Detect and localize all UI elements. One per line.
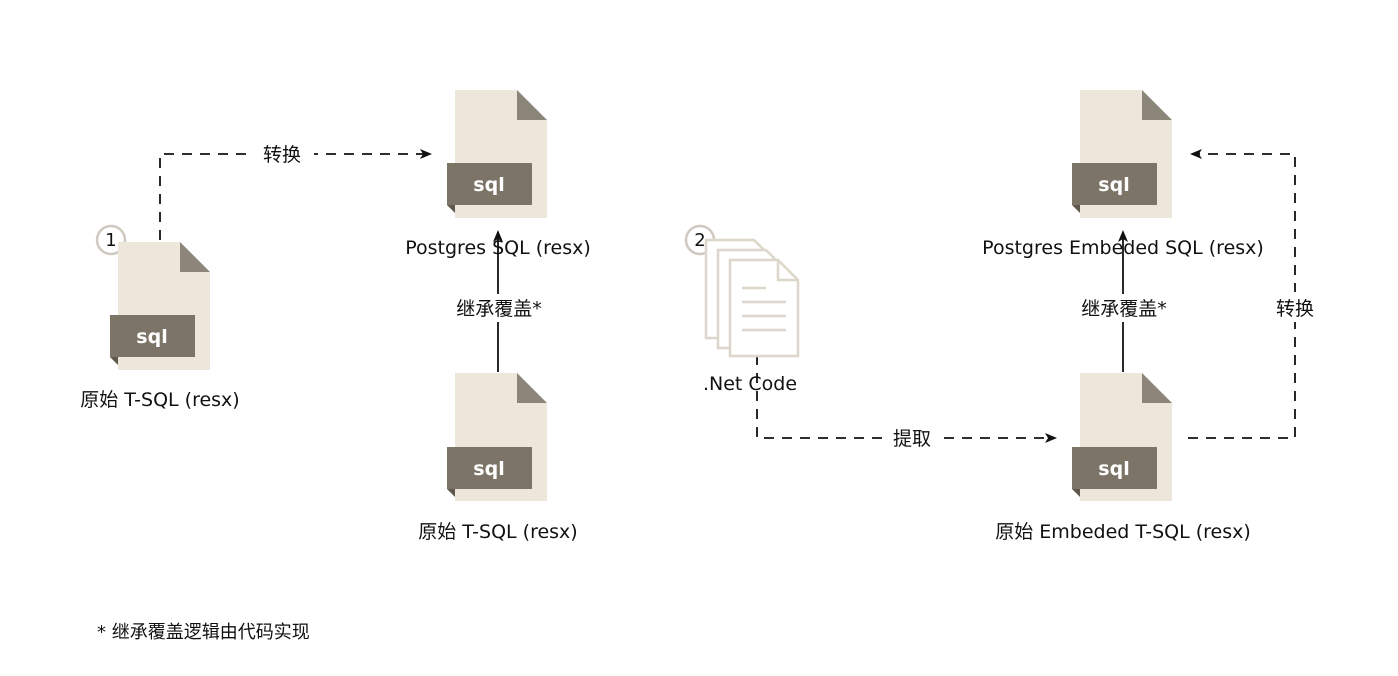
step-2-number: 2 bbox=[694, 230, 705, 251]
sql-file-icon-base-1: sql bbox=[447, 373, 547, 501]
footnote: * 继承覆盖逻辑由代码实现 bbox=[97, 622, 310, 643]
sql-badge-text: sql bbox=[473, 458, 504, 480]
inherit-label-1: 继承覆盖* bbox=[456, 298, 542, 320]
sql-file-icon-source-1: sql bbox=[110, 242, 210, 370]
sql-badge-text: sql bbox=[136, 326, 167, 348]
inherit-label-1-bg bbox=[444, 294, 554, 322]
step-1-number: 1 bbox=[105, 230, 116, 251]
sql-badge-text: sql bbox=[473, 174, 504, 196]
convert-label-2-bg bbox=[1266, 292, 1326, 322]
extract-arrow bbox=[756, 355, 1057, 443]
inherit-label-2-bg bbox=[1069, 294, 1179, 322]
base-file-label-1: 原始 T-SQL (resx) bbox=[418, 521, 577, 543]
sql-badge-text: sql bbox=[1098, 458, 1129, 480]
extract-label-bg bbox=[882, 425, 942, 451]
sql-file-icon-postgres-embeded: sql bbox=[1072, 90, 1172, 218]
dotnet-code-label: .Net Code bbox=[703, 373, 797, 395]
sql-file-icon-base-embeded: sql bbox=[1072, 373, 1172, 501]
sql-badge-text: sql bbox=[1098, 174, 1129, 196]
sql-file-icon-postgres: sql bbox=[447, 90, 547, 218]
extract-label: 提取 bbox=[893, 428, 931, 450]
convert-label-2: 转换 bbox=[1276, 298, 1314, 320]
inherit-label-2: 继承覆盖* bbox=[1081, 298, 1167, 320]
base-file-label-2: 原始 Embeded T-SQL (resx) bbox=[995, 521, 1251, 543]
convert-label-1-bg bbox=[250, 142, 314, 168]
dotnet-code-docs-icon bbox=[704, 238, 800, 358]
source-file-label-1: 原始 T-SQL (resx) bbox=[80, 389, 239, 411]
convert-label-1: 转换 bbox=[263, 144, 301, 166]
